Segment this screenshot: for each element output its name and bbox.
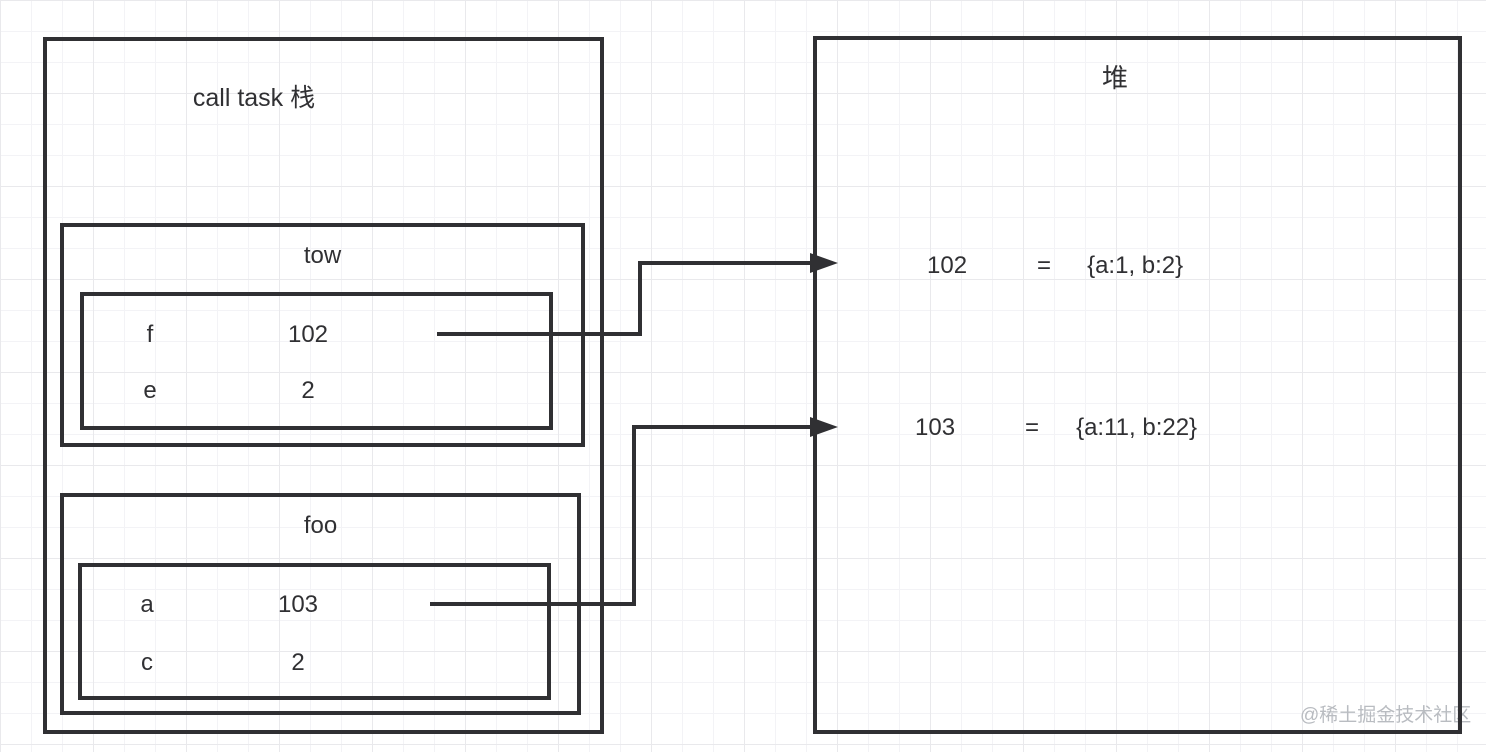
heap-title: 堆 [1101, 63, 1128, 93]
heap-address: 102 [927, 252, 968, 279]
variable-name: c [141, 649, 153, 676]
frame-foo-variables-box: a 103 c 2 [78, 563, 551, 700]
watermark: @稀土掘金技术社区 [1300, 705, 1472, 726]
call-stack-box: call task 栈 tow f 102 e 2 foo a 103 [43, 37, 604, 734]
frame-tow-variables-box: f 102 e 2 [80, 292, 553, 430]
variable-value: 103 [277, 591, 319, 618]
variable-row-e: e 2 [84, 376, 549, 406]
variable-value: 2 [301, 377, 315, 404]
stack-frame-foo: foo a 103 c 2 [60, 493, 581, 715]
variable-value: 102 [287, 321, 329, 348]
variable-name: a [140, 591, 154, 618]
frame-tow-label: tow [303, 242, 342, 269]
heap-box: 堆 102 = {a:1, b:2} 103 = {a:11, b:22} [813, 36, 1462, 734]
call-stack-title: call task 栈 [192, 84, 316, 112]
variable-row-c: c 2 [82, 648, 547, 678]
equals-sign: = [1037, 252, 1052, 279]
heap-address: 103 [915, 414, 956, 441]
variable-name: f [146, 321, 154, 348]
heap-object-value: {a:1, b:2} [1087, 252, 1184, 279]
variable-name: e [143, 377, 157, 404]
stack-frame-tow: tow f 102 e 2 [60, 223, 585, 447]
variable-row-a: a 103 [82, 590, 547, 620]
heap-entry-103: 103 = {a:11, b:22} [915, 412, 1197, 444]
frame-foo-label: foo [303, 512, 338, 539]
heap-object-value: {a:11, b:22} [1076, 414, 1198, 441]
variable-row-f: f 102 [84, 320, 549, 350]
variable-value: 2 [291, 649, 305, 676]
equals-sign: = [1025, 414, 1040, 441]
heap-entry-102: 102 = {a:1, b:2} [927, 250, 1183, 282]
